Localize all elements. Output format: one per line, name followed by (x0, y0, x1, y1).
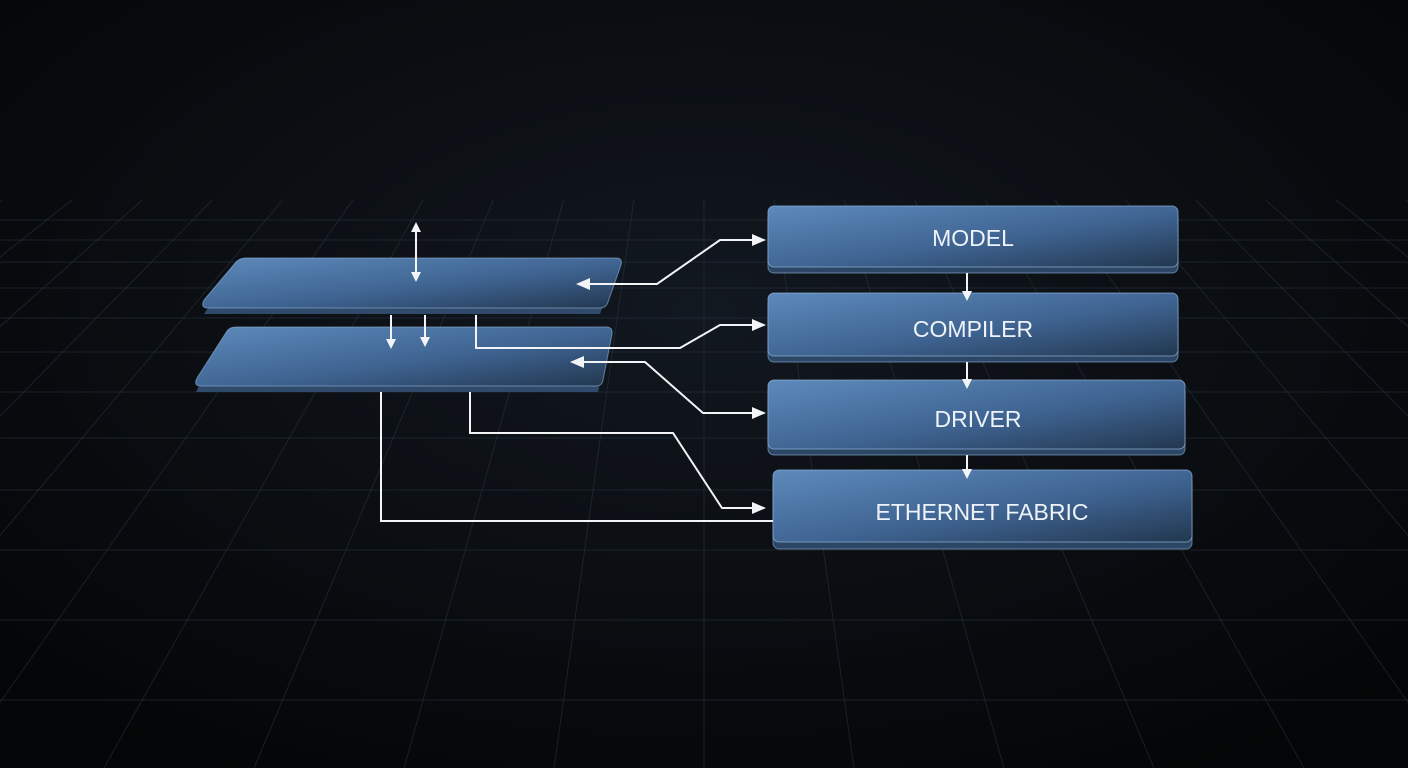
plane-ethernet-connector (469, 392, 766, 514)
grid-line (0, 199, 213, 417)
compiler-box[interactable]: COMPILER (767, 292, 1179, 363)
ethernet-fabric-box[interactable]: ETHERNET FABRIC (772, 469, 1193, 550)
grid-line (1265, 199, 1408, 328)
compiler-label: COMPILER (913, 316, 1033, 342)
model-plane-connector (576, 234, 766, 290)
ethernet-fabric-label: ETHERNET FABRIC (876, 499, 1089, 525)
grid-line (0, 199, 143, 328)
grid-line (1124, 199, 1408, 537)
connectors (380, 222, 972, 522)
upper-plane (202, 257, 622, 314)
model-box[interactable]: MODEL (767, 205, 1179, 274)
driver-box[interactable]: DRIVER (767, 379, 1186, 456)
driver-label: DRIVER (935, 406, 1022, 432)
grid-line (1195, 199, 1408, 417)
plane-ethernet-line (380, 392, 773, 522)
grid-line (553, 199, 635, 768)
driver-plane-connector (570, 356, 766, 419)
lower-plane (195, 326, 613, 392)
plane-compiler-connector (475, 315, 766, 349)
grid-line (0, 199, 284, 537)
model-label: MODEL (932, 225, 1014, 251)
